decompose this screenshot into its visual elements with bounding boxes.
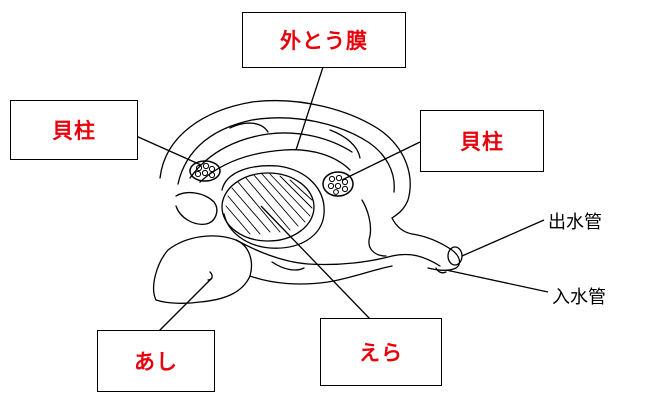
- visceral-mass: [221, 165, 325, 249]
- mantle-fold-4: [329, 129, 361, 159]
- label-adductor-left: 貝柱: [10, 100, 138, 160]
- mantle-right: [361, 199, 387, 257]
- lower-body-edge: [249, 265, 393, 285]
- gill-hatching: [225, 173, 313, 235]
- label-excurrent-siphon: 出水管: [548, 212, 602, 233]
- mantle-fold-1: [189, 132, 353, 179]
- shell-outline: [159, 99, 411, 219]
- callout-line-gill: [260, 205, 371, 320]
- label-gill: えら: [320, 318, 442, 386]
- callout-line-incurrent: [445, 269, 549, 293]
- incurrent-siphon: [435, 267, 447, 274]
- label-outer-membrane: 外とう膜: [242, 12, 406, 68]
- mantle-fold-3: [229, 122, 269, 133]
- callout-line-adductor-left: [135, 135, 202, 166]
- mantle-lobe-left: [175, 191, 218, 225]
- label-adductor-right: 貝柱: [420, 110, 544, 172]
- adductor-muscle-left-texture: [194, 162, 216, 179]
- adductor-muscle-right-texture: [327, 174, 349, 195]
- lower-fold: [271, 261, 305, 271]
- foot-detail: [207, 271, 213, 281]
- callout-line-outer-membrane: [295, 63, 325, 151]
- siphon-body: [411, 233, 461, 271]
- label-foot: あし: [97, 330, 215, 392]
- gill: [221, 172, 315, 242]
- callout-line-adductor-right: [341, 141, 421, 181]
- excurrent-siphon-opening: [447, 246, 463, 266]
- shell-rim: [177, 117, 395, 193]
- callout-line-foot: [155, 277, 213, 335]
- adductor-muscle-left: [189, 160, 221, 182]
- callout-line-excurrent: [461, 219, 545, 257]
- lower-body: [235, 239, 441, 267]
- adductor-muscle-right: [322, 171, 354, 197]
- shell-right-edge: [391, 217, 413, 235]
- foot: [153, 235, 253, 304]
- mantle-fold-2: [199, 149, 351, 183]
- label-incurrent-siphon: 入水管: [552, 287, 606, 308]
